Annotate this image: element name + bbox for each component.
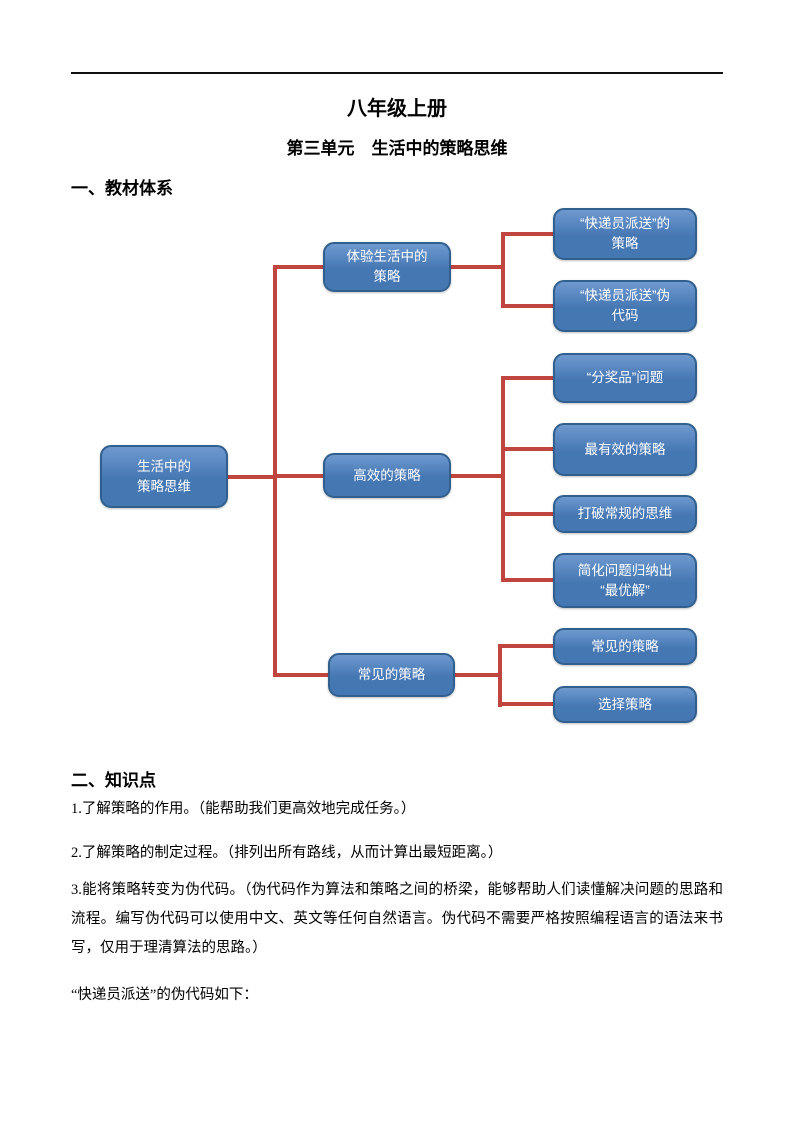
node-leaf-optimal-solution: 简化问题归纳出 “最优解” [553,553,697,608]
node-leaf-courier-strategy: “快递员派送”的 策略 [553,208,697,260]
node-branch-efficient: 高效的策略 [323,453,451,498]
connector-line [501,376,505,582]
knowledge-point-3: 3.能将策略转变为伪代码。（伪代码作为算法和策略之间的桥梁，能够帮助人们读懂解决… [71,882,723,956]
connector-line [503,578,553,582]
connector-line [500,702,553,706]
node-leaf-common-strategies: 常见的策略 [553,628,697,665]
node-leaf-most-effective: 最有效的策略 [553,423,697,476]
page-title: 八年级上册 [347,98,447,120]
header-rule [71,72,723,74]
node-leaf-prize-problem: “分奖品”问题 [553,353,697,403]
node-leaf-courier-pseudocode: “快递员派送”伪 代码 [553,280,697,332]
pseudocode-intro: “快递员派送”的伪代码如下： [71,987,258,1003]
connector-line [503,232,553,236]
connector-line [275,265,323,269]
connector-line [501,232,505,308]
unit-title: 第三单元 生活中的策略思维 [286,139,508,158]
node-leaf-choose-strategy: 选择策略 [553,686,697,723]
connector-line [500,644,553,648]
connector-line [275,474,323,478]
connector-line [227,475,275,479]
connector-line [503,447,553,451]
connector-line [503,304,553,308]
connector-line [503,512,553,516]
knowledge-point-2: 2.了解策略的制定过程。（排列出所有路线，从而计算出最短距离。） [71,845,503,861]
connector-line [275,673,328,677]
concept-map: 生活中的 策略思维 体验生活中的 策略 高效的策略 常见的策略 “快递员派送”的… [100,208,697,723]
connector-line [273,265,277,677]
connector-line [455,673,500,677]
section-heading-knowledge-points: 二、知识点 [71,771,156,790]
connector-line [450,265,501,269]
connector-line [503,376,553,380]
node-leaf-break-convention: 打破常规的思维 [553,495,697,533]
connector-line [498,644,502,707]
node-branch-experience: 体验生活中的 策略 [323,242,451,292]
node-branch-common: 常见的策略 [328,653,455,697]
section-heading-textbook-system: 一、教材体系 [71,179,173,198]
node-root: 生活中的 策略思维 [100,445,228,508]
connector-line [450,474,501,478]
knowledge-point-1: 1.了解策略的作用。（能帮助我们更高效地完成任务。） [71,801,416,817]
